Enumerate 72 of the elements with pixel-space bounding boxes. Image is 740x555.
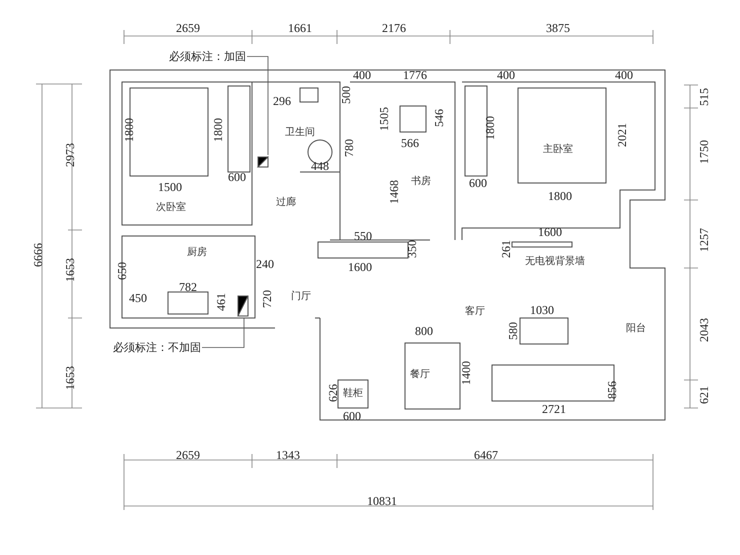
dimension-label: 1600: [538, 226, 562, 238]
dimension-label: 2659: [176, 449, 200, 461]
dimension-label: 566: [401, 137, 419, 149]
room-label: 主卧室: [543, 145, 573, 155]
dimension-label: 580: [507, 322, 519, 340]
dimension-label: 1653: [64, 258, 76, 282]
dimension-label: 2021: [616, 123, 628, 147]
dimension-label: 1505: [378, 107, 390, 131]
room-label: 过廊: [276, 198, 296, 208]
dimension-label: 1343: [276, 449, 300, 461]
dimension-label: 10831: [367, 495, 397, 507]
dimension-label: 780: [343, 139, 355, 157]
dimension-label: 461: [215, 293, 227, 311]
dimension-label: 1800: [484, 116, 496, 140]
note-text: 必须标注：不加固: [112, 341, 202, 354]
dimension-label: 261: [500, 240, 512, 258]
dimension-label: 6666: [32, 243, 44, 267]
dimension-label: 600: [343, 410, 361, 422]
dimension-label: 600: [228, 171, 246, 183]
wall-note: 无电视背景墙: [525, 257, 585, 267]
note-text: 必须标注：加固: [168, 50, 247, 63]
dimension-label: 450: [129, 292, 147, 304]
dimension-label: 3875: [546, 22, 570, 34]
leader-line: [202, 318, 244, 348]
dimension-label: 350: [406, 240, 418, 258]
dimension-label: 600: [469, 177, 487, 189]
dimension-label: 856: [606, 381, 618, 399]
dimension-label: 400: [353, 69, 371, 81]
room-label: 厨房: [187, 248, 207, 258]
room-label: 餐厅: [410, 370, 430, 380]
dimension-label: 400: [497, 69, 515, 81]
dimension-label: 2176: [382, 22, 406, 34]
dimension-label: 1257: [698, 228, 710, 252]
dimension-label: 1800: [212, 118, 224, 142]
dimension-label: 550: [354, 230, 372, 242]
dimension-label: 296: [273, 95, 291, 107]
dimension-label: 626: [327, 384, 339, 402]
dimension-label: 1030: [530, 304, 554, 316]
dimension-label: 2973: [64, 143, 76, 167]
dimension-label: 1500: [158, 181, 182, 193]
room-label: 卫生间: [285, 128, 315, 138]
dimension-label: 1800: [123, 118, 135, 142]
dimension-label: 2721: [542, 403, 566, 415]
dimension-label: 240: [256, 258, 274, 270]
leader-line: [246, 56, 268, 156]
dimension-label: 6467: [474, 449, 498, 461]
dimension-label: 400: [615, 69, 633, 81]
dimension-label: 1400: [460, 361, 472, 385]
dimension-label: 1600: [348, 261, 372, 273]
dimension-label: 2043: [698, 318, 710, 342]
dimension-label: 1661: [288, 22, 312, 34]
dimension-label: 500: [340, 86, 352, 104]
room-label: 阳台: [626, 324, 646, 334]
dimension-label: 782: [179, 281, 197, 293]
dimension-label: 720: [261, 290, 273, 308]
dimension-label: 650: [116, 262, 128, 280]
dimension-label: 621: [698, 386, 710, 404]
dimension-label: 1800: [548, 190, 572, 202]
dimension-label: 1750: [698, 140, 710, 164]
room-label: 客厅: [465, 307, 485, 317]
dimension-label: 1776: [403, 69, 427, 81]
dimension-label: 1653: [64, 366, 76, 390]
dimension-label: 800: [415, 325, 433, 337]
furniture-label: 鞋柜: [343, 389, 363, 399]
dimension-label: 2659: [176, 22, 200, 34]
room-label: 书房: [411, 177, 431, 187]
dimension-label: 1468: [388, 180, 400, 204]
dimension-label: 448: [311, 160, 329, 172]
dimension-label: 515: [698, 88, 710, 106]
dimension-label: 546: [433, 109, 445, 127]
room-label: 门厅: [291, 292, 311, 302]
room-label: 次卧室: [156, 203, 186, 213]
